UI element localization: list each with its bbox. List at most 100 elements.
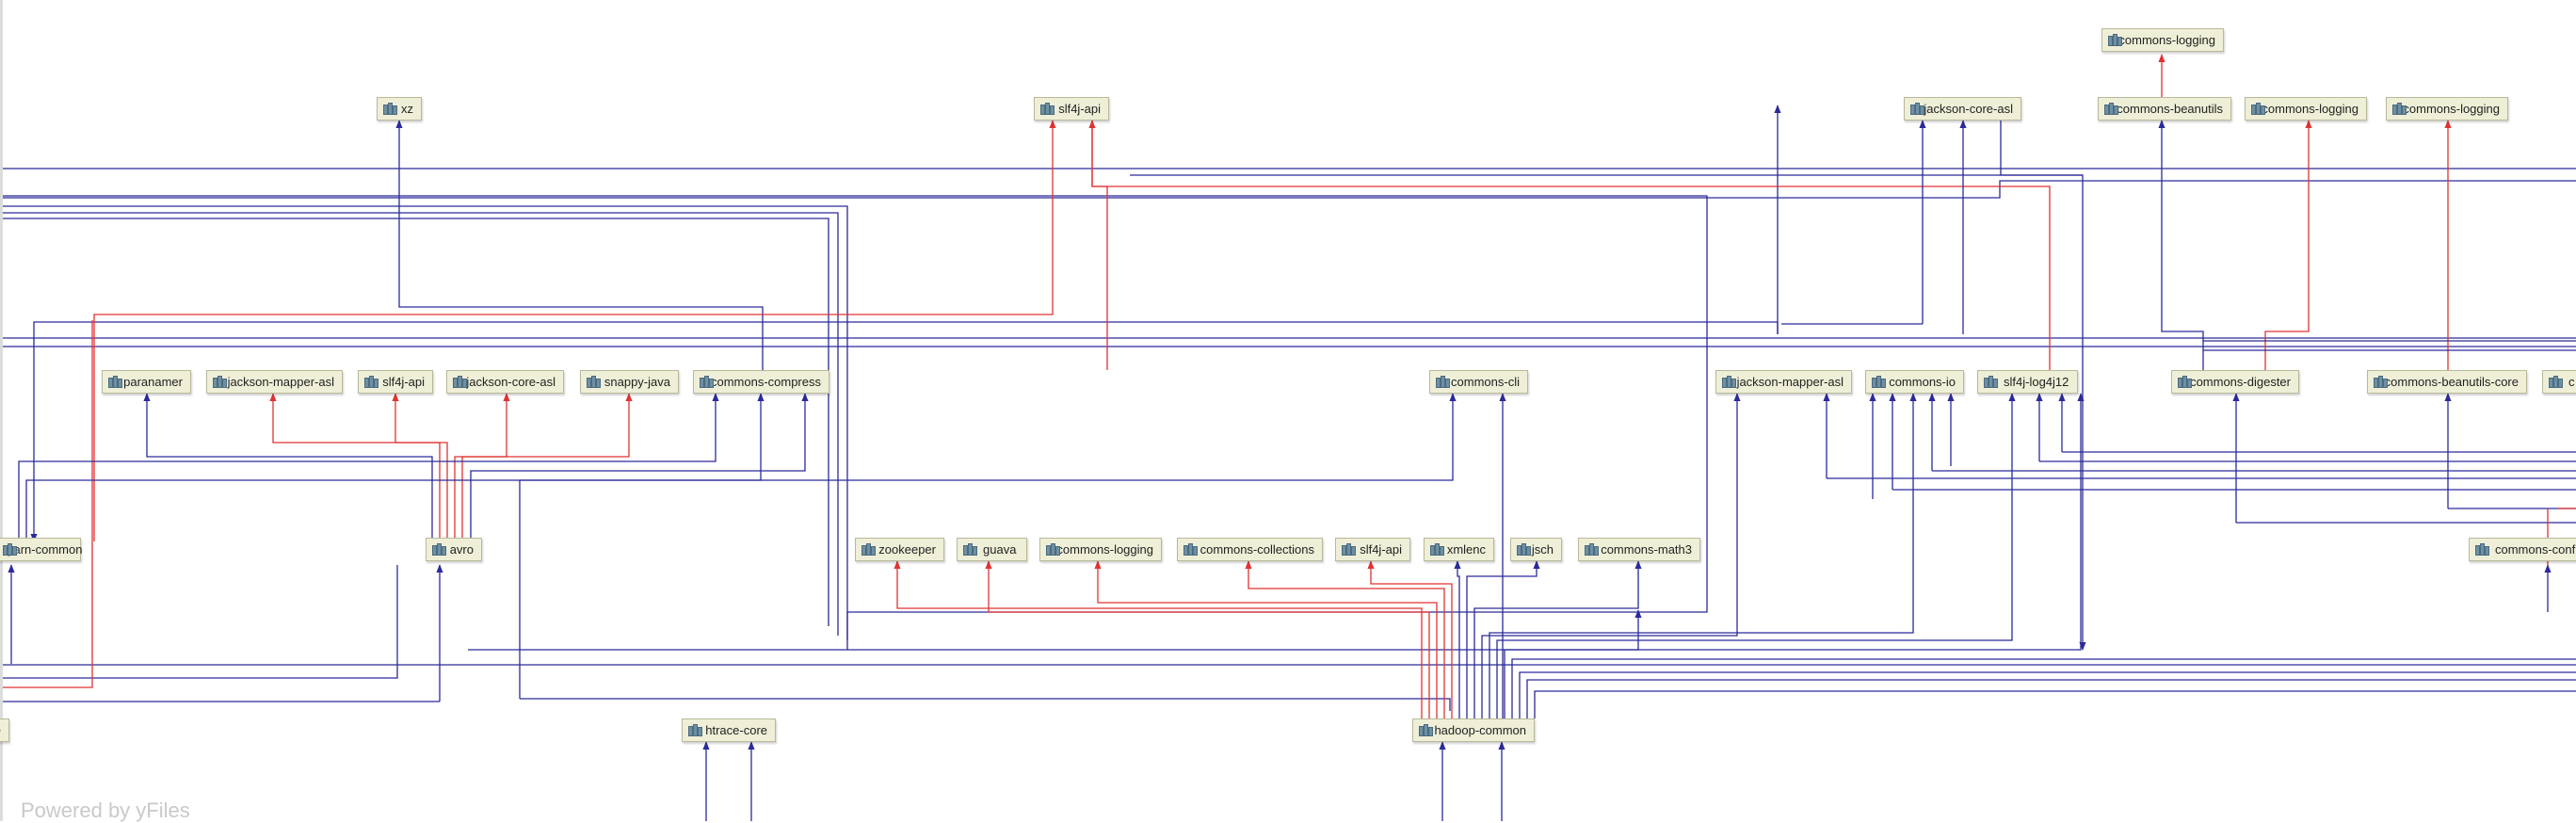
node-htrace-core[interactable]: htrace-core xyxy=(682,718,776,742)
library-icon xyxy=(108,376,122,388)
node-label: paranamer xyxy=(123,375,183,389)
library-icon xyxy=(453,376,467,388)
node-slf4j-api-hc[interactable]: slf4j-api xyxy=(1335,538,1410,561)
dependency-edge-conflict xyxy=(392,393,448,538)
node-jackson-mapper-asl-avro[interactable]: jackson-mapper-asl xyxy=(206,370,343,394)
node-commons-collections[interactable]: commons-collections xyxy=(1177,538,1323,561)
node-guava[interactable]: guava xyxy=(957,538,1027,561)
library-icon xyxy=(700,376,714,388)
library-icon xyxy=(1046,543,1060,556)
library-icon xyxy=(1722,376,1736,388)
dependency-edge xyxy=(0,195,1708,650)
node-slf4j-api-avro[interactable]: slf4j-api xyxy=(358,370,433,394)
dependency-edge-conflict xyxy=(1245,560,1445,718)
dependency-edge-conflict xyxy=(461,393,633,538)
dependency-edge-conflict xyxy=(269,393,441,538)
node-label: htrace-core xyxy=(705,723,767,737)
library-icon xyxy=(1517,543,1531,556)
dependency-edge xyxy=(0,180,2576,199)
node-label: commons-beanutils-core xyxy=(2384,375,2519,389)
dependency-edge xyxy=(470,393,809,538)
dependency-edge xyxy=(0,218,829,626)
node-label: jackson-core-asl xyxy=(1924,102,2013,116)
dependency-edge xyxy=(468,609,1642,651)
dependency-edge-conflict xyxy=(1091,121,1108,370)
node-partial-c[interactable]: c xyxy=(2542,370,2576,394)
node-commons-digester[interactable]: commons-digester xyxy=(2171,370,2299,394)
library-icon xyxy=(2374,376,2388,388)
library-icon xyxy=(1436,376,1450,388)
library-icon xyxy=(963,543,978,556)
node-label: commons-digester xyxy=(2190,375,2291,389)
node-slf4j-log4j12[interactable]: slf4j-log4j12 xyxy=(1977,370,2078,394)
node-label: commons-cli xyxy=(1451,375,1520,389)
dependency-edge xyxy=(1511,658,2576,718)
dependency-edge xyxy=(1454,560,1461,718)
node-commons-beanutils[interactable]: commons-beanutils xyxy=(2098,97,2231,121)
node-commons-compress[interactable]: commons-compress xyxy=(693,370,829,394)
node-jackson-core-asl-avro[interactable]: jackson-core-asl xyxy=(446,370,564,394)
node-label: commons-config xyxy=(2495,542,2576,557)
dependency-edge xyxy=(1466,560,1540,718)
dependency-edge xyxy=(1526,679,2576,718)
library-icon xyxy=(2178,376,2192,388)
dependency-edge-conflict xyxy=(0,320,93,688)
dependency-edge xyxy=(0,212,839,636)
library-icon xyxy=(1984,376,1999,388)
node-label: commons-logging xyxy=(2262,102,2359,116)
node-label: xmlenc xyxy=(1446,542,1486,557)
node-commons-cli[interactable]: commons-cli xyxy=(1429,370,1528,394)
node-jsch[interactable]: jsch xyxy=(1510,538,1562,561)
node-commons-logging-top[interactable]: commons-logging xyxy=(2101,28,2224,52)
dependency-edge xyxy=(1489,393,1917,718)
node-zookeeper[interactable]: zookeeper xyxy=(855,538,944,561)
node-label: xz xyxy=(401,102,413,116)
node-label: yarn-common xyxy=(8,542,83,557)
node-label: zookeeper xyxy=(878,542,936,557)
node-hadoop-common[interactable]: hadoop-common xyxy=(1412,718,1535,742)
dependency-edge-conflict xyxy=(894,560,1423,718)
node-label: jackson-mapper-asl xyxy=(1736,375,1843,389)
dependency-edge xyxy=(2158,120,2204,370)
node-label: slf4j-api xyxy=(1058,102,1101,116)
node-slf4j-api-top[interactable]: slf4j-api xyxy=(1034,97,1109,121)
dependency-edge xyxy=(395,120,764,370)
node-label: commons-collections xyxy=(1199,542,1314,557)
library-icon xyxy=(1585,543,1599,556)
node-commons-math3[interactable]: commons-math3 xyxy=(1578,538,1700,561)
dependency-edge xyxy=(1473,560,1642,718)
node-yarn-common[interactable]: yarn-common xyxy=(0,538,83,561)
library-icon xyxy=(1430,543,1444,556)
node-label: slf4j-log4j12 xyxy=(2004,375,2069,389)
node-commons-logging-3[interactable]: commons-logging xyxy=(2386,97,2508,121)
node-xz[interactable]: xz xyxy=(377,97,422,121)
node-label: slf4j-api xyxy=(1360,542,1402,557)
node-avro[interactable]: avro xyxy=(426,538,482,561)
dependency-edge-conflict xyxy=(93,120,1056,541)
node-label: commons-compress xyxy=(710,375,821,389)
library-icon xyxy=(688,724,702,736)
library-icon xyxy=(2251,103,2265,115)
node-partial-e[interactable]: e xyxy=(0,718,9,742)
node-commons-logging-2[interactable]: commons-logging xyxy=(2245,97,2367,121)
left-border xyxy=(0,0,3,821)
node-jackson-core-asl-top[interactable]: jackson-core-asl xyxy=(1904,97,2021,121)
node-label: commons-logging xyxy=(2403,102,2500,116)
node-commons-logging-hc[interactable]: commons-logging xyxy=(1039,538,1162,561)
library-icon xyxy=(2104,103,2118,115)
node-label: jackson-mapper-asl xyxy=(227,375,334,389)
node-paranamer[interactable]: paranamer xyxy=(102,370,191,394)
node-commons-beanutils-core[interactable]: commons-beanutils-core xyxy=(2367,370,2527,394)
dependency-edge xyxy=(0,205,848,640)
node-commons-io[interactable]: commons-io xyxy=(1865,370,1964,394)
dependency-edge xyxy=(25,393,765,538)
dependency-edge-conflict xyxy=(985,560,1430,718)
node-label: avro xyxy=(449,542,474,557)
node-jackson-mapper-asl[interactable]: jackson-mapper-asl xyxy=(1715,370,1852,394)
dependency-edge xyxy=(520,698,1451,711)
node-commons-configuration[interactable]: commons-config xyxy=(2469,538,2576,561)
dependency-edge xyxy=(1504,393,2085,718)
node-snappy-java[interactable]: snappy-java xyxy=(580,370,679,394)
node-xmlenc[interactable]: xmlenc xyxy=(1424,538,1494,561)
node-label: jackson-core-asl xyxy=(466,375,555,389)
